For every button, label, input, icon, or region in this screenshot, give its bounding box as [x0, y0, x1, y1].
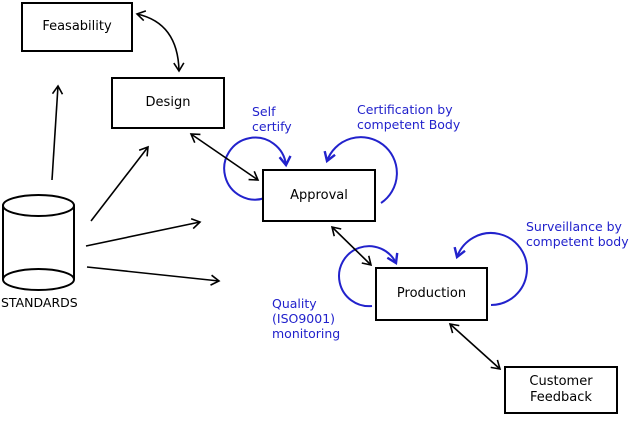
arrow-design-approval — [189, 133, 260, 181]
node-customer-feedback-line2: Feedback — [530, 390, 592, 405]
arrow-production-customer-feedback — [448, 322, 502, 371]
node-design-label: Design — [145, 95, 191, 110]
node-production: Production — [375, 267, 488, 321]
node-design: Design — [111, 77, 225, 129]
black-arrows — [51, 10, 502, 371]
annotation-quality-monitoring: Quality (ISO9001) monitoring — [272, 296, 340, 341]
annotation-self-certify: Self certify — [252, 104, 292, 134]
cylinder-bottom — [2, 268, 75, 291]
loop-certification — [323, 136, 398, 204]
arrow-standards-approval — [85, 218, 202, 247]
annotation-quality-line1: Quality — [272, 296, 317, 311]
node-customer-feedback-line1: Customer — [529, 374, 593, 389]
standards-label: STANDARDS — [1, 295, 78, 310]
node-approval: Approval — [262, 169, 376, 222]
standards-cylinder — [2, 194, 75, 291]
annotation-surveillance-line1: Surveillance by — [526, 219, 622, 234]
annotation-surveillance-line2: competent body — [526, 234, 629, 249]
annotation-surveillance: Surveillance by competent body — [526, 219, 629, 249]
annotation-certification: Certification by competent Body — [357, 102, 460, 132]
arrow-approval-production — [330, 225, 373, 267]
loop-surveillance — [453, 232, 528, 306]
node-production-label: Production — [396, 286, 467, 301]
annotation-quality-line3: monitoring — [272, 326, 341, 341]
arrow-standards-design — [90, 145, 149, 222]
node-feasability-label: Feasability — [42, 19, 112, 34]
cylinder-body — [2, 205, 75, 280]
annotation-certification-line2: competent Body — [357, 117, 461, 132]
node-feasability: Feasability — [21, 2, 133, 52]
annotation-certification-line1: Certification by — [357, 102, 453, 117]
arrow-feasability-design — [135, 10, 185, 73]
node-customer-feedback: Customer Feedback — [504, 366, 618, 414]
node-approval-label: Approval — [290, 187, 348, 203]
annotation-self-certify-line2: certify — [252, 119, 292, 134]
cylinder-top — [2, 194, 75, 217]
annotation-quality-line2: (ISO9001) — [272, 311, 336, 326]
arrow-standards-production — [86, 266, 221, 286]
arrow-standards-feasability — [51, 84, 64, 181]
annotation-self-certify-line1: Self — [252, 104, 276, 119]
